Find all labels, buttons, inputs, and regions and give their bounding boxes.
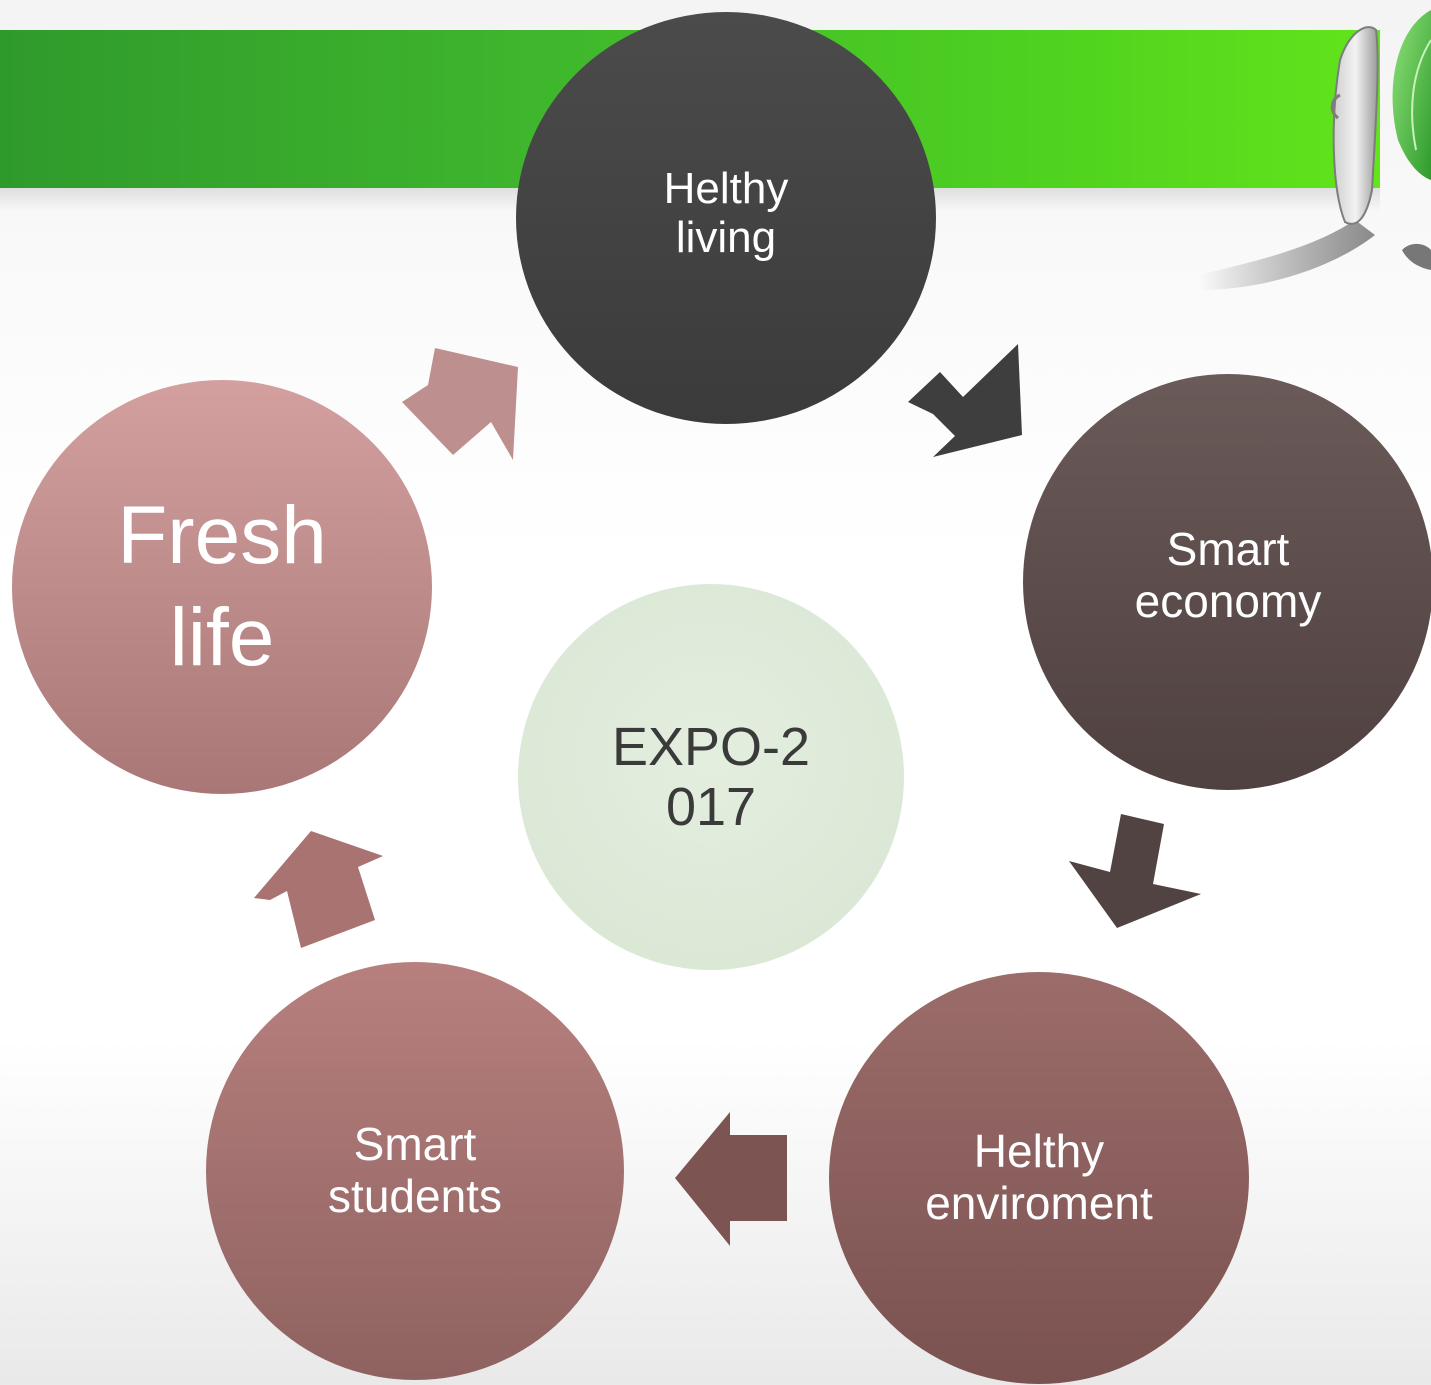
- node-smart-students: Smart students: [206, 962, 624, 1380]
- arrow-students-to-fresh: [254, 831, 383, 948]
- arrow-fresh-to-living: [402, 348, 518, 460]
- center-node: EXPO-2 017: [518, 584, 904, 970]
- arrow-enviroment-to-students: [675, 1112, 787, 1246]
- arrow-economy-to-enviroment: [1069, 814, 1201, 928]
- node-smart-economy-label: Smart economy: [1134, 523, 1322, 627]
- hand-and-leaf-icon: [1200, 10, 1431, 290]
- node-fresh-life: Fresh life: [12, 380, 432, 794]
- node-helthy-enviroment: Helthy enviroment: [829, 972, 1249, 1384]
- node-smart-economy: Smart economy: [1023, 374, 1431, 790]
- node-helthy-enviroment-label: Helthy enviroment: [925, 1125, 1153, 1229]
- node-helthy-living-label: Helthy living: [663, 164, 789, 263]
- center-node-label: EXPO-2 017: [611, 716, 811, 837]
- node-fresh-life-label: Fresh life: [117, 489, 327, 684]
- arrow-living-to-economy: [908, 344, 1022, 457]
- node-helthy-living: Helthy living: [516, 12, 936, 424]
- node-smart-students-label: Smart students: [328, 1118, 502, 1222]
